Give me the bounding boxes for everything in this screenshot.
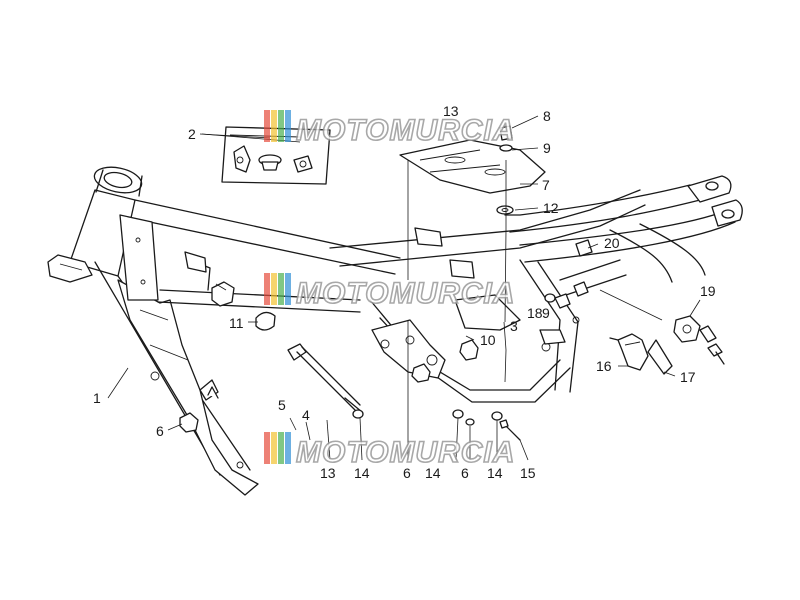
callout-16: 16	[596, 358, 612, 374]
steering-head-tube	[47, 166, 143, 283]
part-8-screw	[499, 125, 513, 141]
callout-20: 20	[604, 235, 620, 251]
watermark-text: MOTOMURCIA	[296, 114, 515, 147]
part-19-steering-lock	[673, 315, 725, 365]
watermark-middle: MOTOMURCIA	[264, 273, 515, 311]
watermark-text: MOTOMURCIA	[296, 277, 515, 310]
callout-7: 7	[542, 177, 550, 193]
part-11-rubber-block	[211, 281, 276, 331]
callout-2: 2	[188, 126, 196, 142]
part-16-ignition-switch	[609, 333, 649, 371]
callout-10: 10	[480, 332, 496, 348]
part-9-washer-mid	[544, 293, 556, 303]
watermark-top: MOTOMURCIA	[264, 110, 515, 148]
callout-17: 17	[680, 369, 696, 385]
watermark-text: MOTOMURCIA	[296, 436, 515, 469]
leader-lines	[107, 115, 701, 461]
callout-14-left: 14	[354, 465, 370, 481]
steering-gusset-plate	[119, 214, 159, 301]
watermark-bottom: MOTOMURCIA	[264, 432, 515, 470]
watermark-stripes	[264, 110, 291, 142]
watermark-stripes	[264, 432, 291, 464]
callout-6-middle: 6	[403, 465, 411, 481]
watermark-stripes	[264, 273, 291, 305]
callout-14-middle: 14	[425, 465, 441, 481]
callout-4: 4	[302, 407, 310, 423]
callout-9-top: 9	[543, 140, 551, 156]
callout-9-middle: 9	[542, 305, 550, 321]
callout-1: 1	[93, 390, 101, 406]
callout-13-bottom: 13	[320, 465, 336, 481]
part-14-nuts	[352, 409, 503, 421]
callout-18: 18	[527, 305, 543, 321]
part-20-bolt	[573, 239, 593, 297]
part-18-bolt	[554, 293, 571, 309]
part-7-mounting-plate	[399, 139, 546, 194]
center-stand-bracket	[199, 379, 219, 401]
callout-11: 11	[229, 315, 244, 331]
part-10-nut	[459, 339, 479, 361]
callout-3: 3	[510, 318, 518, 334]
part-12-grommet	[496, 205, 514, 215]
part-6-nuts	[179, 363, 475, 433]
lower-cradle	[369, 259, 627, 403]
callout-8: 8	[543, 108, 551, 124]
callout-labels: 1 2 3 4 5 6 6 6 7 8 9 9 10 11 12 13 13 1…	[93, 103, 716, 481]
part-15-bolt	[499, 419, 521, 441]
callout-14-right: 14	[487, 465, 503, 481]
upper-backbone-tubes	[130, 175, 743, 283]
callout-13-top: 13	[443, 103, 459, 119]
callout-6-left: 6	[156, 423, 164, 439]
callout-5: 5	[278, 397, 286, 413]
front-down-tubes	[94, 261, 259, 496]
part-9-washer-top	[499, 144, 513, 152]
callout-6-right: 6	[461, 465, 469, 481]
callout-19: 19	[700, 283, 716, 299]
main-frame	[47, 166, 743, 496]
middle-cross-tubes	[157, 227, 475, 313]
callout-15: 15	[520, 465, 536, 481]
part-13-long-bolt	[287, 343, 363, 413]
callout-12: 12	[543, 200, 559, 216]
part-17-bracket	[647, 339, 673, 375]
